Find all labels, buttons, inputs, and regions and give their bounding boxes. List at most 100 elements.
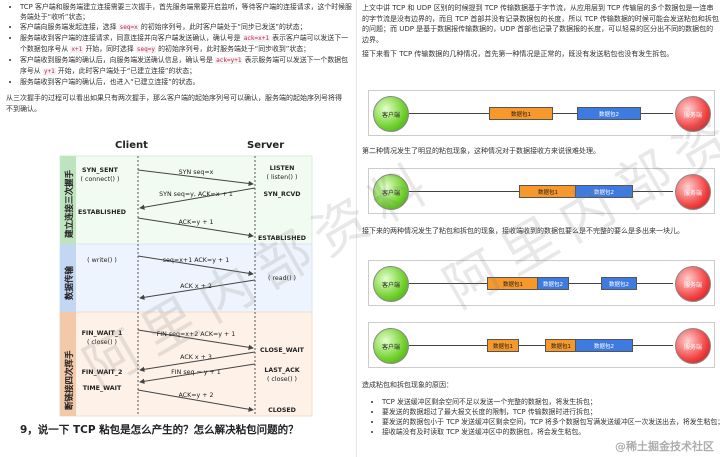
list-item: TCP 客户端和服务端建立连接需要三次握手，首先服务端需要开启监听，等待客户端的…: [20, 2, 352, 22]
phase-tab-green: [60, 156, 76, 244]
phase-label-teardown: 断链接四次挥手: [64, 350, 75, 410]
client-node: 客户端: [373, 266, 409, 302]
state-close-wait: CLOSE_WAIT: [260, 347, 305, 354]
section-heading: 9，说一下 TCP 粘包是怎么产生的？怎么解决粘包问题的？: [20, 424, 299, 436]
phase-label-transfer: 数据传输: [64, 265, 75, 300]
state-write: ( write() ): [87, 257, 117, 264]
packet-1-part: 数据包1: [545, 339, 577, 352]
left-page: TCP 客户端和服务端建立连接需要三次握手，首先服务端需要开启监听，等待客户端的…: [0, 0, 352, 457]
client-node: 客户端: [373, 328, 409, 364]
case2-paragraph: 第二种情况发生了明显的粘包现象，这种情况对于数据接收方来说很难处理。: [362, 147, 600, 155]
phase-tab-orange: [60, 312, 76, 416]
tcp-state-diagram: Client Server 建立连接三次握手 数据传输 断链接四次挥手 SYN_…: [59, 140, 313, 417]
text: 的初始序列号，此时客户端处于“同步已发送”的状态；: [138, 23, 307, 31]
packet-2: 数据包2: [575, 339, 633, 352]
client-node: 客户端: [373, 96, 409, 132]
packet-2-part: 数据包2: [537, 277, 569, 290]
msg-syn-ack: SYN seq=y, ACK=x + 1: [159, 191, 233, 198]
state-listen: LISTEN: [270, 165, 295, 172]
inline-code: seq=y: [135, 46, 156, 53]
arrow-final-ack: [137, 389, 254, 412]
packet-1-part: 数据包1: [487, 339, 519, 352]
packet-1: 数据包1: [519, 185, 577, 198]
packet-2-part: 数据包2: [601, 277, 637, 290]
server-node: 服务端: [675, 266, 711, 302]
right-page: 上文中讲 TCP 和 UDP 区别的时候提到 TCP 传输数据基于字节流，从应用…: [362, 0, 720, 457]
inline-code: seq=x: [118, 24, 139, 31]
text: 表示服务端可以发送下一个数据包序号从: [20, 56, 348, 75]
state-read: ( read() ): [268, 275, 296, 282]
client-heading: Client: [115, 140, 148, 151]
inline-code: y+1: [42, 68, 56, 75]
state-syn-sent: SYN_SENT: [82, 167, 119, 174]
case1-diagram: 客户端 数据包1 数据包2 服务端: [368, 90, 715, 136]
arrow-data: [137, 255, 254, 276]
list-item: 接收端没有及时读取 TCP 发送缓冲区中的数据包，将会发生粘包。: [382, 427, 720, 437]
msg-fin-client: FIN seq=x+2 ACK=y + 1: [157, 331, 236, 338]
state-time-wait: TIME_WAIT: [83, 385, 122, 392]
inline-code: x+1: [70, 46, 84, 53]
text: 开始，同时选择: [83, 45, 136, 53]
state-connect: ( connect() ): [81, 176, 120, 183]
server-node: 服务端: [675, 174, 711, 210]
text: 客户端收到服务端的确认后，向服务端发送确认信息，确认号是: [20, 56, 216, 64]
msg-data: seq=x+1 ACK=y + 1: [163, 257, 229, 264]
arrow-ack: [137, 217, 254, 238]
arrow-fin-client: [137, 329, 254, 350]
causes-list: TCP 发送缓冲区剩余空间不足以发送一个完整的数据包，将发生拆包； 要发送的数据…: [362, 397, 720, 437]
list-item: TCP 发送缓冲区剩余空间不足以发送一个完整的数据包，将发生拆包；: [382, 397, 720, 407]
state-listen-call: ( listen() ): [267, 174, 298, 181]
packet-1: 数据包1: [489, 107, 553, 120]
inline-code: ack=x+1: [242, 35, 270, 42]
state-established-server: ESTABLISHED: [258, 235, 306, 242]
state-fin-wait-2: FIN_WAIT_2: [82, 369, 123, 376]
arrow-data-ack: [139, 279, 256, 300]
list-item: 客户端向服务端发起连接，选择 seq=x 的初始序列号，此时客户端处于“同步已发…: [20, 22, 352, 33]
server-heading: Server: [247, 140, 284, 151]
text: 服务端收到客户端的确认后，也进入“已建立连接”的状态。: [20, 78, 200, 86]
list-item: 要发送的数据包小于 TCP 发送缓冲区剩余空间，TCP 将多个数据包写满发送缓冲…: [382, 417, 720, 427]
teardown-band: [59, 311, 313, 417]
handshake-steps-list: TCP 客户端和服务端建立连接需要三次握手，首先服务端需要开启监听，等待客户端的…: [0, 2, 352, 87]
msg-data-ack: ACK x + 2: [180, 283, 212, 290]
text: 开始，此时客户端处于“已建立连接”的状态；: [55, 67, 196, 75]
text: 客户端向服务端发起连接，选择: [20, 23, 119, 31]
intro-paragraph: 上文中讲 TCP 和 UDP 区别的时候提到 TCP 传输数据基于字节流，从应用…: [362, 4, 719, 44]
msg-fin-server: FIN seq = y + 1: [171, 369, 221, 376]
watermark-footer: @稀土掘金技术社区: [615, 440, 714, 453]
client-node: 客户端: [373, 174, 409, 210]
text: 的初始序列号，此时服务端处于“同步收到”状态；: [155, 45, 310, 53]
transfer-band: [59, 243, 313, 313]
state-syn-rcvd: SYN_RCVD: [263, 191, 300, 198]
msg-syn: SYN seq=x: [179, 169, 214, 176]
text: 表示客户端可以发送下一个数据包序号从: [20, 34, 348, 53]
state-close-server: ( close() ): [267, 376, 297, 383]
list-item: 要发送的数据超过了最大报文长度的限制，TCP 传输数据时进行拆包；: [382, 407, 720, 417]
list-item: 服务端收到客户端的连接请求，同意连接并向客户端发送确认，确认号是 ack=x+1…: [20, 33, 352, 55]
list-item: 客户端收到服务端的确认后，向服务端发送确认信息，确认号是 ack=y+1 表示服…: [20, 55, 352, 77]
arrow-ack-fin: [139, 351, 256, 372]
packet-2: 数据包2: [575, 185, 633, 198]
text: 服务端收到客户端的连接请求，同意连接并向客户端发送确认，确认号是: [20, 34, 243, 42]
phase-tab-blue: [60, 244, 76, 312]
msg-ack-fin: ACK x + 3: [180, 354, 212, 361]
arrow-syn: [137, 169, 254, 187]
msg-ack: ACK=y + 1: [178, 219, 213, 226]
arrow-syn-ack: [139, 187, 256, 210]
causes-title: 造成粘包和拆包现象的原因：: [362, 381, 453, 389]
packet-2: 数据包2: [577, 107, 641, 120]
channel-line: [409, 345, 673, 346]
handshake-summary: 从三次握手的过程可以看出如果只有两次握手，那么客户端的起始序列号可以确认，服务端…: [6, 94, 342, 113]
state-established-client: ESTABLISHED: [78, 209, 126, 216]
state-last-ack: LAST_ACK: [264, 367, 300, 374]
state-close-client: ( close() ): [87, 339, 117, 346]
case34-paragraph: 接下来的两种情况发生了粘包和拆包的现象，接收端收到的数据包要么是不完整的要么是多…: [362, 227, 684, 235]
case3-diagram: 客户端 数据包1 数据包2 数据包2 服务端: [368, 260, 715, 306]
case2-diagram: 客户端 数据包1 数据包2 服务端: [368, 168, 715, 214]
column-divider: [356, 0, 357, 457]
packet-1: 数据包1: [487, 277, 539, 290]
case1-paragraph: 接下来看下 TCP 传输数据的几种情况，首先第一种情况是正常的，既没有发送粘包也…: [362, 50, 674, 58]
server-node: 服务端: [675, 96, 711, 132]
server-node: 服务端: [675, 328, 711, 364]
state-closed: CLOSED: [268, 407, 296, 414]
